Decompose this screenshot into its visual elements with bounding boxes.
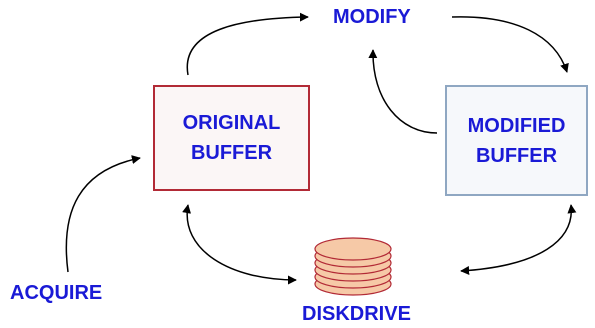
original-buffer-box: ORIGINAL BUFFER [153, 85, 310, 191]
arrow-modified-to-modify [368, 49, 438, 134]
original-buffer-line-1: ORIGINAL [182, 112, 281, 134]
modified-buffer-line-1: MODIFIED [467, 114, 566, 137]
modified-buffer-line-2: BUFFER [475, 144, 558, 167]
arrow-original-to-modify [186, 12, 309, 76]
arrow-acquire-to-original [65, 155, 141, 273]
arrow-diskdrive-modified [460, 204, 577, 275]
arrow-modify-to-modified [451, 16, 569, 73]
diskdrive-label: DISKDRIVE [302, 303, 411, 325]
modify-label: MODIFY [333, 6, 411, 28]
disk-stack-icon [314, 237, 392, 296]
acquire-label: ACQUIRE [10, 282, 103, 304]
arrow-original-diskdrive [182, 204, 297, 285]
modified-buffer-box: MODIFIED BUFFER [445, 85, 588, 196]
original-buffer-line-2: BUFFER [190, 142, 273, 164]
